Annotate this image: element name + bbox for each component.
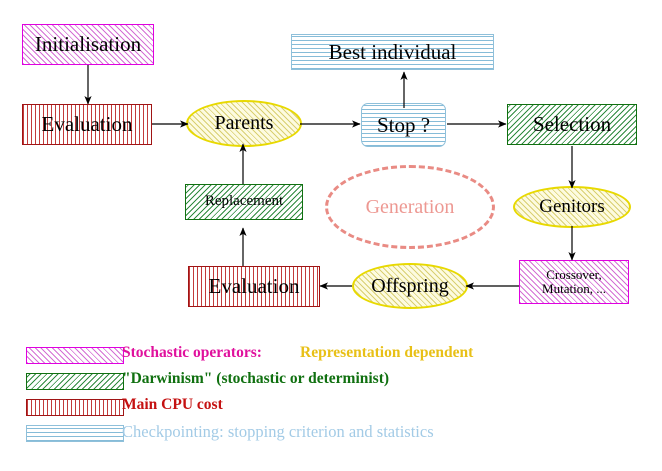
node-stop-label: Stop ? xyxy=(376,112,431,137)
node-selection[interactable]: Selection xyxy=(507,104,637,145)
legend-swatch-checkpointing xyxy=(26,425,124,442)
legend-swatch-stochastic xyxy=(26,347,124,364)
node-replacement-label: Replacement xyxy=(204,193,284,210)
legend-label-checkpointing: Checkpointing: stopping criterion and st… xyxy=(122,422,434,441)
legend-row-cpu-cost: Main CPU cost xyxy=(0,396,662,420)
node-evaluation-bottom[interactable]: Evaluation xyxy=(188,266,320,307)
node-crossover-mutation[interactable]: Crossover, Mutation, ... xyxy=(519,260,629,304)
node-stop[interactable]: Stop ? xyxy=(361,103,446,147)
node-crossover-label-line2: Mutation, ... xyxy=(542,281,606,296)
legend-label-representation-dependent: Representation dependent xyxy=(300,344,474,361)
node-evaluation-bottom-label: Evaluation xyxy=(208,274,300,299)
node-offspring-label: Offspring xyxy=(371,274,449,297)
node-generation-label: Generation xyxy=(365,195,455,218)
legend-row-stochastic: Stochastic operators: Representation dep… xyxy=(0,344,662,368)
node-crossover-label-line1: Crossover, xyxy=(546,267,602,283)
node-offspring[interactable]: Offspring xyxy=(352,263,468,309)
legend-label-stochastic: Stochastic operators: xyxy=(122,344,262,361)
node-replacement[interactable]: Replacement xyxy=(185,184,303,220)
node-parents-label: Parents xyxy=(214,112,274,134)
legend-label-cpu-cost: Main CPU cost xyxy=(122,396,223,413)
node-initialisation[interactable]: Initialisation xyxy=(22,24,154,65)
legend-row-darwinism: "Darwinism" (stochastic or determinist) xyxy=(0,370,662,394)
legend: Stochastic operators: Representation dep… xyxy=(0,336,662,461)
legend-row-checkpointing: Checkpointing: stopping criterion and st… xyxy=(0,422,662,446)
node-generation: Generation xyxy=(325,165,495,249)
node-selection-label: Selection xyxy=(532,112,612,137)
node-parents[interactable]: Parents xyxy=(186,100,302,147)
legend-label-darwinism: "Darwinism" (stochastic or determinist) xyxy=(122,370,390,387)
legend-swatch-cpu-cost xyxy=(26,399,124,416)
legend-swatch-darwinism xyxy=(26,373,124,390)
node-evaluation-top-label: Evaluation xyxy=(41,112,133,137)
node-genitors-label: Genitors xyxy=(539,196,605,218)
node-evaluation-top[interactable]: Evaluation xyxy=(22,104,152,145)
node-initialisation-label: Initialisation xyxy=(34,32,142,57)
node-best-individual[interactable]: Best individual xyxy=(291,34,494,70)
node-best-individual-label: Best individual xyxy=(328,39,457,64)
node-genitors[interactable]: Genitors xyxy=(513,186,631,228)
